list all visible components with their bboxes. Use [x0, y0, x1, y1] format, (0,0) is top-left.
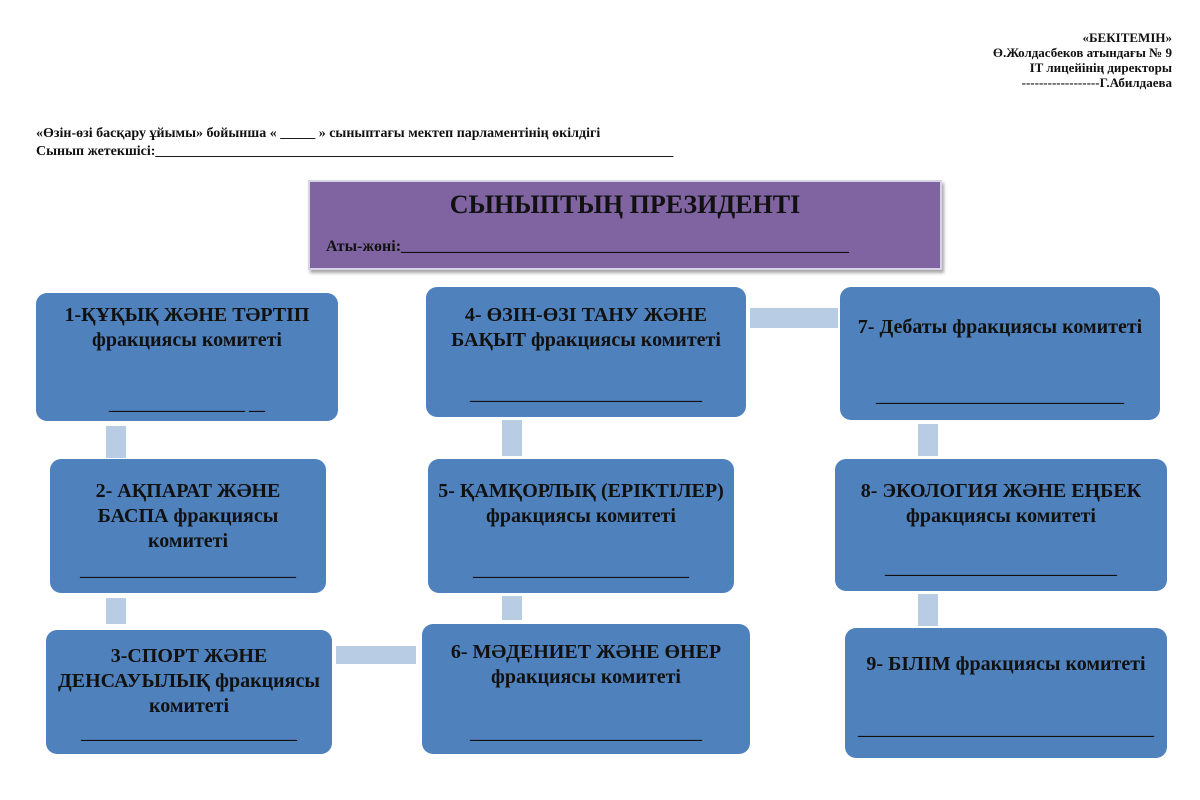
committee-blank-line: _____________________________	[470, 726, 702, 743]
committee-box-9: 9- БІЛІМ фракциясы комитеті ____________…	[845, 628, 1167, 758]
committee-blank-line: _____________________________	[885, 561, 1117, 578]
approval-line-1: «БЕКІТЕМІН»	[1082, 30, 1172, 45]
committee-box-4: 4- ӨЗІН-ӨЗІ ТАНУ ЖӘНЕ БАҚЫТ фракциясы ко…	[426, 287, 746, 417]
connector-4-7	[750, 308, 838, 328]
committee-label: 3-СПОРТ ЖӘНЕ ДЕНСАУЫЛЫҚ фракциясы комите…	[58, 645, 320, 717]
committee-label: 2- АҚПАРАТ ЖӘНЕ БАСПА фракциясы комитеті	[95, 480, 281, 552]
connector-8-9	[918, 594, 938, 626]
committee-box-3: 3-СПОРТ ЖӘНЕ ДЕНСАУЫЛЫҚ фракциясы комите…	[46, 630, 332, 754]
approval-block: «БЕКІТЕМІН» Ө.Жолдасбеков атындағы № 9 I…	[993, 30, 1172, 90]
header-title-line: «Өзін-өзі басқару ұйымы» бойынша « _____…	[36, 126, 601, 141]
committee-box-7: 7- Дебаты фракциясы комитеті ___________…	[840, 287, 1160, 420]
committee-label: 8- ЭКОЛОГИЯ ЖӘНЕ ЕҢБЕК фракциясы комитет…	[860, 480, 1142, 527]
approval-line-3: IT лицейінің директоры	[1029, 60, 1172, 75]
approval-line-2: Ө.Жолдасбеков атындағы № 9	[992, 45, 1172, 60]
class-teacher-line: Сынып жетекшісі:________________________…	[36, 144, 674, 159]
committee-label: 5- ҚАМҚОРЛЫҚ (ЕРІКТІЛЕР) фракциясы комит…	[438, 480, 724, 527]
connector-3-6	[336, 646, 416, 664]
committee-blank-line: ___________________________	[473, 563, 689, 580]
committee-blank-line: _____________________________	[470, 387, 702, 404]
connector-1-2	[106, 426, 126, 458]
committee-blank-line: ___________________________	[81, 726, 297, 743]
connector-2-3	[106, 598, 126, 624]
committee-label: 4- ӨЗІН-ӨЗІ ТАНУ ЖӘНЕ БАҚЫТ фракциясы ко…	[451, 304, 721, 351]
committee-label: 7- Дебаты фракциясы комитеті	[857, 316, 1143, 338]
connector-4-5	[502, 420, 522, 456]
committee-blank-line: _______________________________	[876, 389, 1124, 406]
committee-box-1: 1-ҚҰҚЫҚ ЖӘНЕ ТӘРТІП фракциясы комитеті _…	[36, 293, 338, 421]
approval-line-4: ------------------Г.Абилдаева	[1021, 75, 1172, 90]
committee-label: 1-ҚҰҚЫҚ ЖӘНЕ ТӘРТІП фракциясы комитеті	[64, 304, 310, 351]
president-box: СЫНЫПТЫҢ ПРЕЗИДЕНТІ Аты-жөні:___________…	[308, 180, 942, 270]
committee-box-8: 8- ЭКОЛОГИЯ ЖӘНЕ ЕҢБЕК фракциясы комитет…	[835, 459, 1167, 591]
president-name-field: Аты-жөні:_______________________________…	[326, 238, 850, 255]
committee-label: 9- БІЛІМ фракциясы комитеті	[866, 653, 1146, 675]
committee-box-5: 5- ҚАМҚОРЛЫҚ (ЕРІКТІЛЕР) фракциясы комит…	[428, 459, 734, 593]
president-title: СЫНЫПТЫҢ ПРЕЗИДЕНТІ	[449, 190, 801, 219]
committee-label: 6- МӘДЕНИЕТ ЖӘНЕ ӨНЕР фракциясы комитеті	[450, 641, 722, 688]
committee-blank-line: ___________________________	[80, 563, 296, 580]
committee-box-2: 2- АҚПАРАТ ЖӘНЕ БАСПА фракциясы комитеті…	[50, 459, 326, 593]
committee-box-6: 6- МӘДЕНИЕТ ЖӘНЕ ӨНЕР фракциясы комитеті…	[422, 624, 750, 754]
committee-blank-line: _____________________________________	[858, 722, 1154, 739]
committee-blank-line: _________________ __	[109, 397, 265, 414]
connector-7-8	[918, 424, 938, 456]
connector-5-6	[502, 596, 522, 620]
